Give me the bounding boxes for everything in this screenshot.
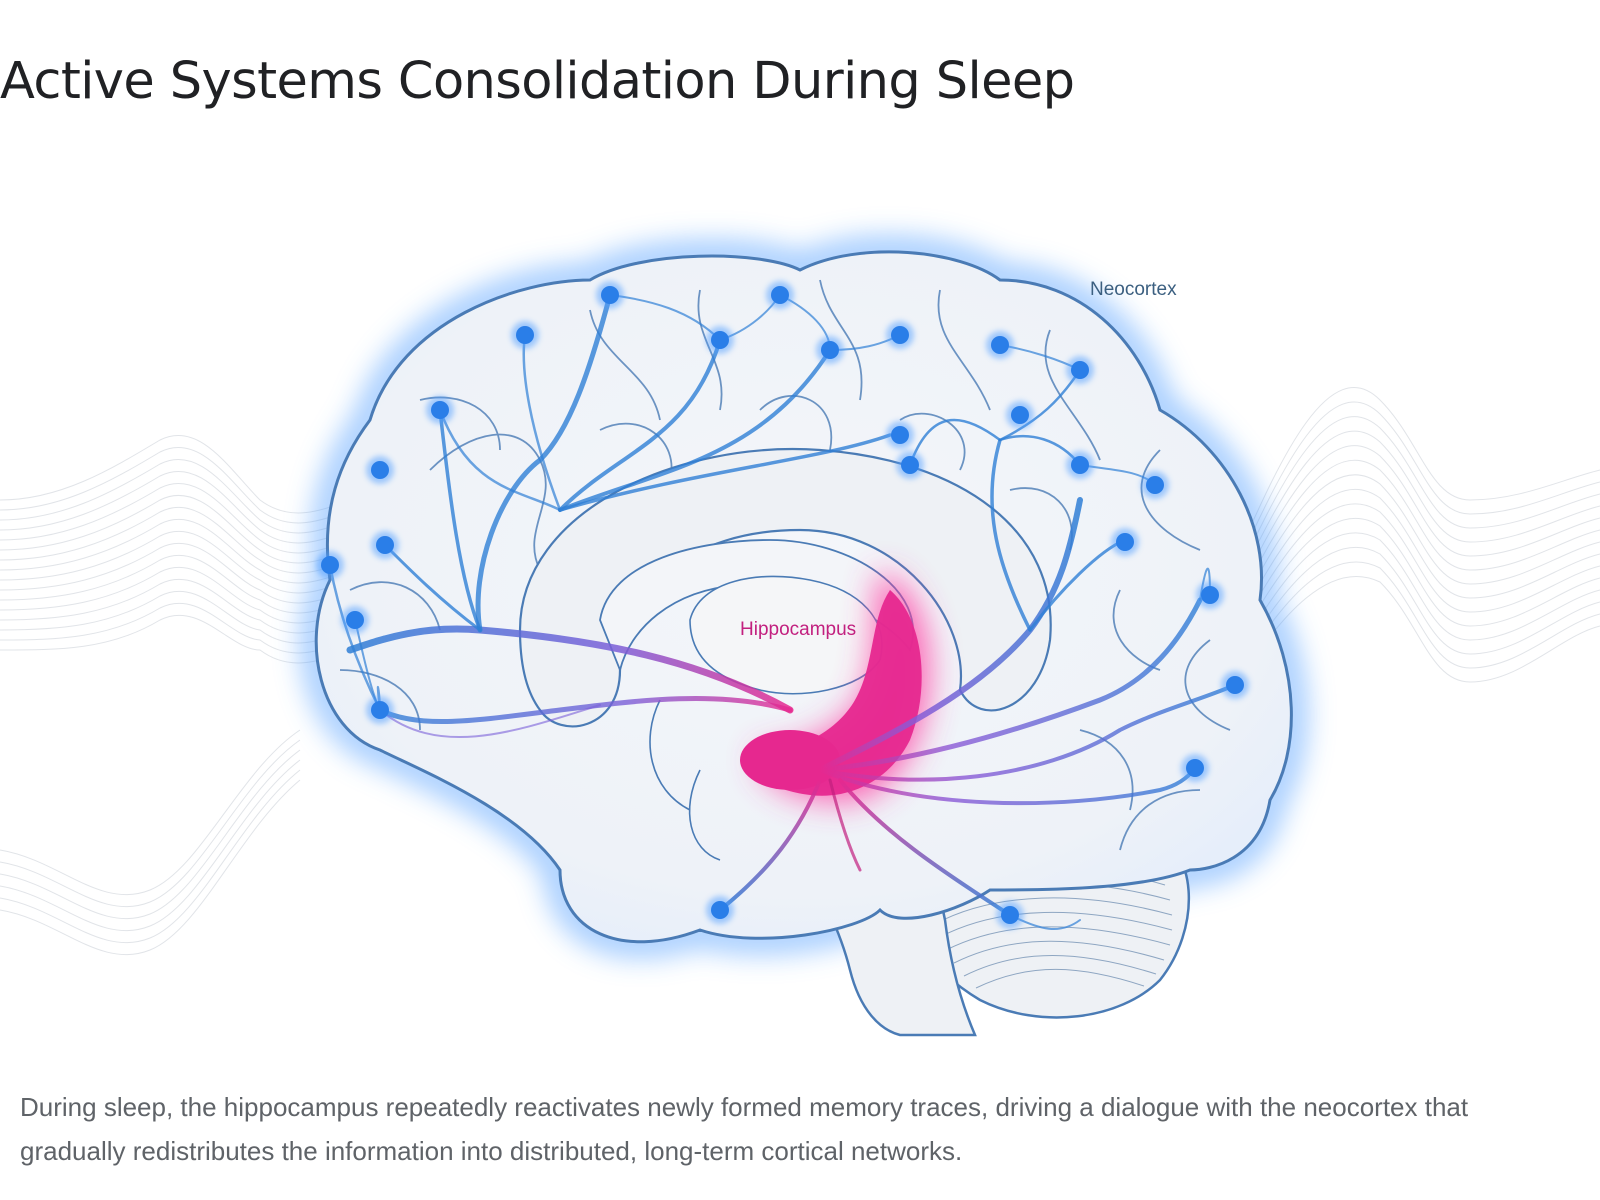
neocortex-label: Neocortex	[1090, 279, 1177, 300]
cortical-nodes	[316, 281, 1249, 929]
hippocampus-label: Hippocampus	[740, 619, 856, 640]
brain-diagram: Neocortex Hippocampus	[0, 170, 1600, 1060]
figure-caption: During sleep, the hippocampus repeatedly…	[20, 1092, 1469, 1166]
hippocampus	[740, 570, 930, 803]
page-title: Active Systems Consolidation During Slee…	[0, 52, 1075, 111]
